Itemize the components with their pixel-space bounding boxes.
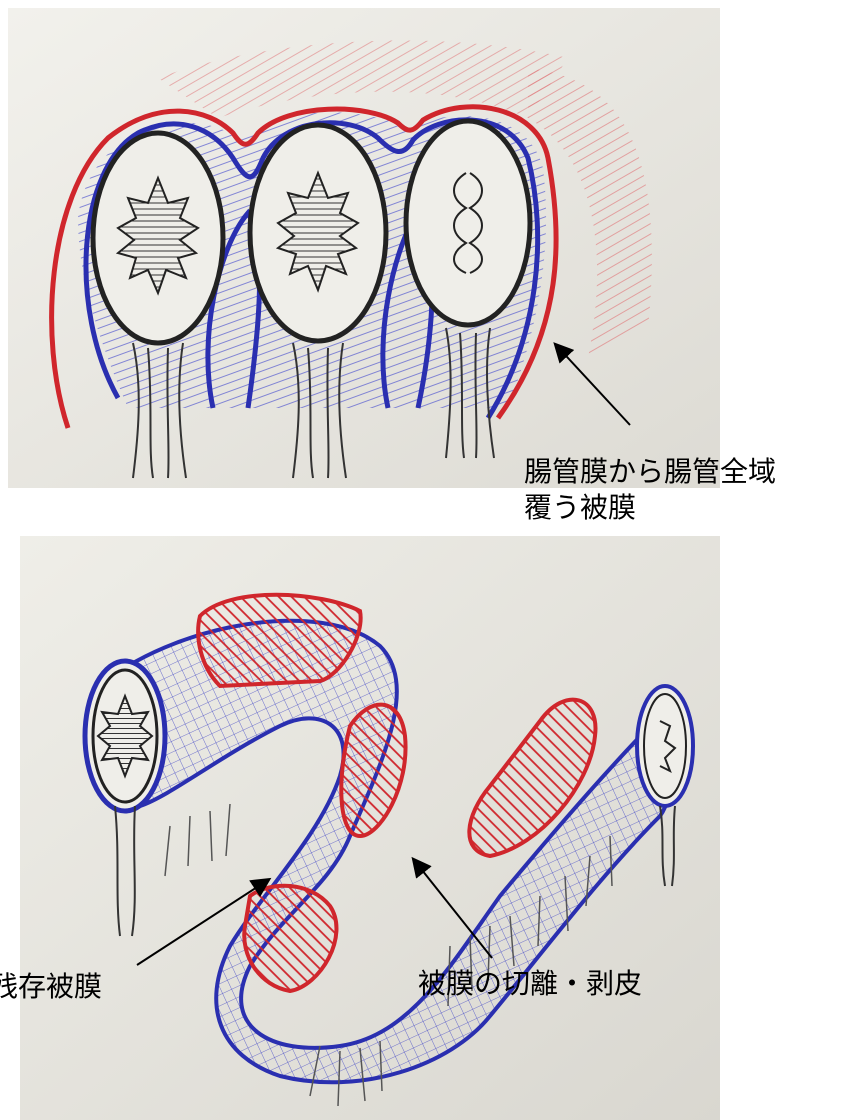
arrow-to-serosa <box>556 345 630 425</box>
residual-capsule-label: 残存被膜 <box>0 970 102 1004</box>
capsule-peeling-label: 被膜の切離・剥皮 <box>418 967 642 1001</box>
serosa-label-line2: 覆う被膜 <box>524 491 636 525</box>
serosa-label-line1: 腸管膜から腸管全域 <box>524 455 776 489</box>
arrow-to-residual-capsule <box>137 880 268 965</box>
arrow-to-capsule-peeling <box>414 860 492 958</box>
